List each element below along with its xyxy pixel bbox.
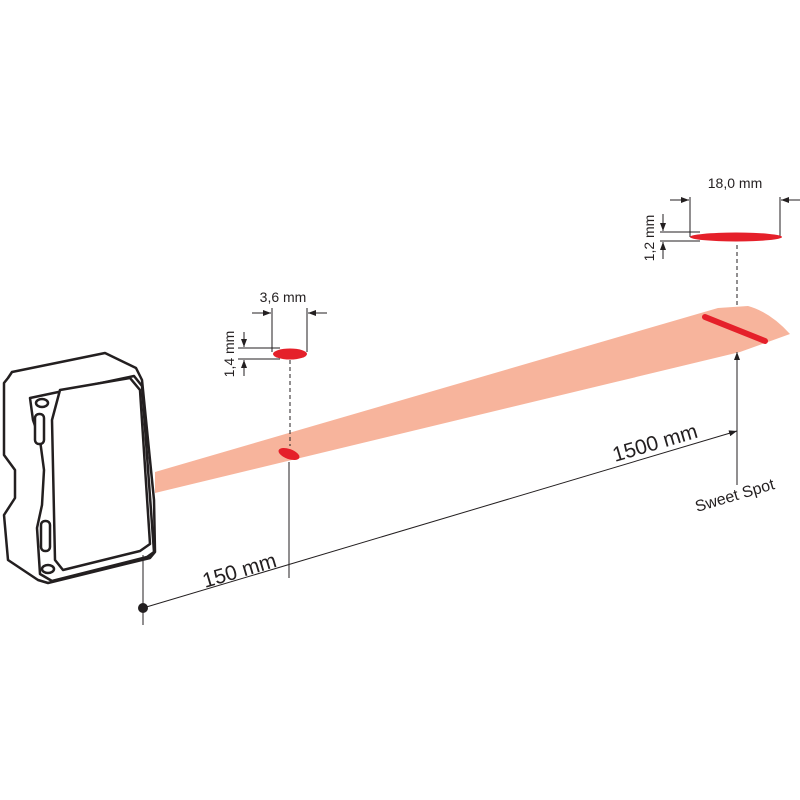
near-spot bbox=[273, 348, 307, 360]
near-distance-label: 150 mm bbox=[200, 549, 279, 593]
far-beam-spot bbox=[702, 314, 768, 344]
near-beam-spot bbox=[278, 447, 300, 461]
near-width-label: 3,6 mm bbox=[260, 289, 307, 305]
near-height-label: 1,4 mm bbox=[221, 331, 237, 378]
far-distance-label: 1500 mm bbox=[610, 420, 700, 467]
origin-point bbox=[138, 603, 148, 613]
far-height-label: 1,2 mm bbox=[641, 215, 657, 262]
far-spot bbox=[690, 232, 782, 242]
laser-beam bbox=[155, 306, 790, 493]
sensor-housing bbox=[2, 351, 157, 585]
sweet-spot-label: Sweet Spot bbox=[693, 476, 777, 516]
far-width-label: 18,0 mm bbox=[708, 175, 762, 191]
